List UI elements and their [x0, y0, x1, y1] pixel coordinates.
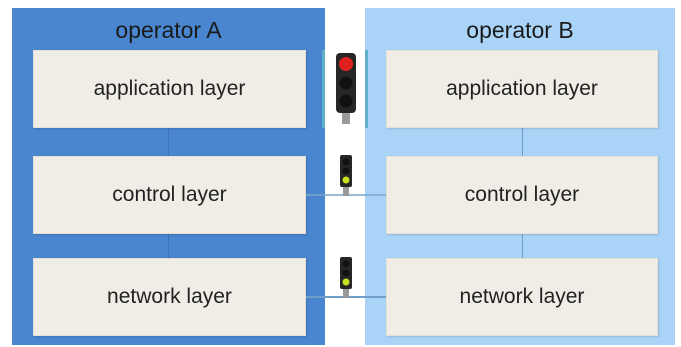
operator-b-application-layer: application layer [386, 50, 658, 128]
operator-b-control-layer: control layer [386, 156, 658, 234]
traffic-light-icon [340, 257, 352, 298]
operator-b-connector-1 [522, 128, 523, 156]
operator-a-connector-1 [168, 128, 169, 156]
operator-a-control-layer: control layer [33, 156, 306, 234]
operator-b-connector-2 [522, 234, 523, 258]
operator-b-title: operator B [466, 17, 574, 43]
operator-a-network-layer: network layer [33, 258, 306, 336]
operator-b-panel: operator B application layer control lay… [365, 8, 675, 345]
traffic-light-icon [336, 53, 356, 124]
traffic-light-icon [340, 155, 352, 196]
operator-a-application-layer: application layer [33, 50, 306, 128]
application-signal-left-bar [322, 50, 325, 128]
application-signal-right-bar [365, 50, 368, 128]
operator-a-title: operator A [115, 17, 222, 43]
operator-b-network-layer: network layer [386, 258, 658, 336]
operator-a-panel: operator A application layer control lay… [12, 8, 325, 345]
operator-a-connector-2 [168, 234, 169, 258]
